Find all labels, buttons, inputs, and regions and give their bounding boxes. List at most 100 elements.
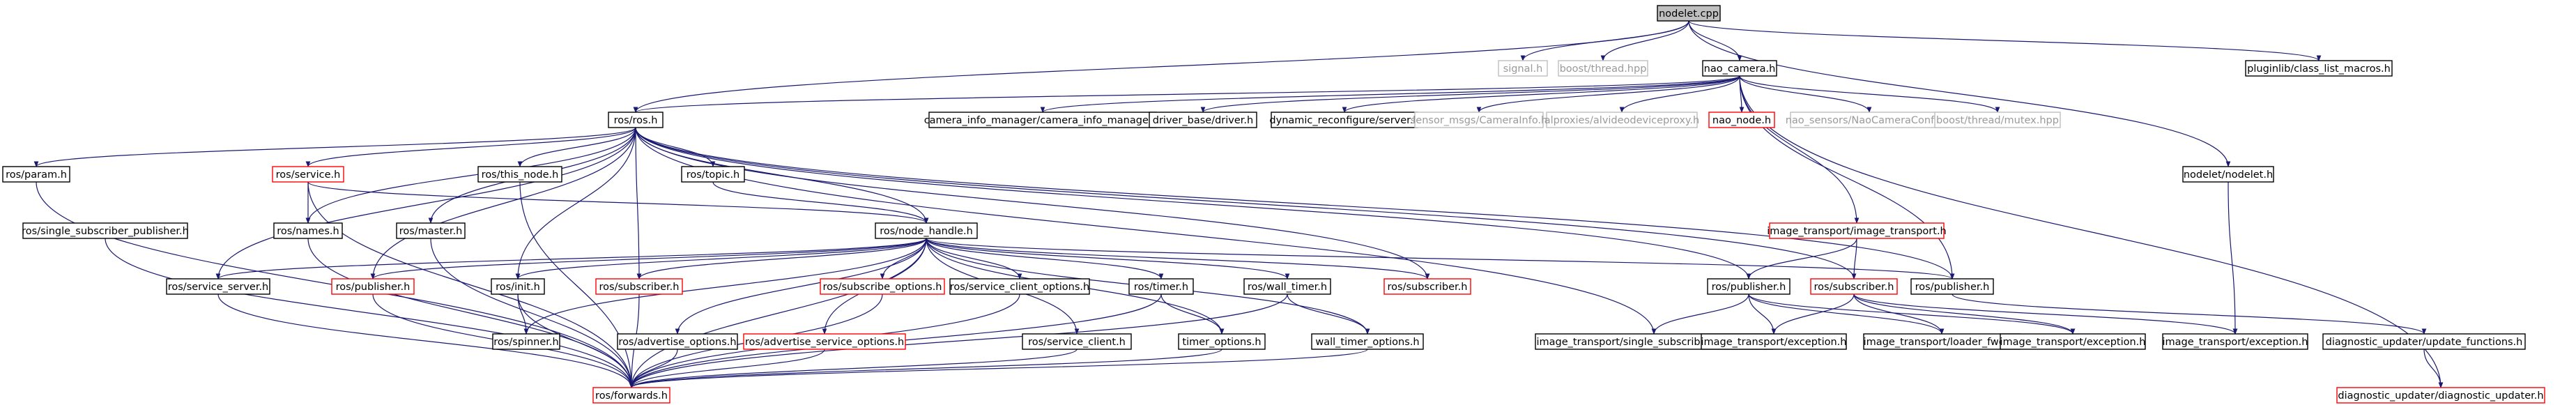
- node-box: [1383, 278, 1471, 295]
- node-box: [1414, 112, 1544, 128]
- edge-nao-camera-h-to-nao-sensors-h: [1739, 75, 1872, 113]
- edge-it-image-transport-h-to-it-publisher-h: [1746, 238, 1857, 280]
- node-label: alproxies/alvideodeviceproxy.h: [1544, 115, 1699, 126]
- edge-ros-node-handle-h-to-ros-wall-timer-h: [926, 238, 1290, 280]
- edge-ros-publisher-h-right-to-diag-update-functions-h: [1952, 293, 2427, 335]
- file-node-it-image-transport-h[interactable]: image_transport/image_transport.h: [1767, 222, 1947, 239]
- file-node-ros-init-h[interactable]: ros/init.h: [491, 278, 545, 295]
- edge-ros-ros-h-to-ros-publisher-h-red: [370, 127, 636, 280]
- node-box: [592, 387, 670, 404]
- edge-ros-service-h-to-ros-node-handle-h: [307, 181, 929, 224]
- node-label: dynamic_reconfigure/server.h: [1269, 115, 1419, 126]
- edge-diag-update-functions-h-to-diag-updater-h: [2423, 349, 2444, 388]
- node-label: ros/this_node.h: [482, 169, 559, 181]
- edge-ros-service-h-to-ros-forwards-h: [307, 181, 634, 388]
- edge-ros-node-handle-h-to-ros-sc-opts-h: [926, 238, 1022, 280]
- file-node-it-exception-h-2[interactable]: image_transport/exception.h: [2000, 333, 2146, 350]
- node-box: [1546, 112, 1698, 128]
- file-node-ros-adv-srv-opts-h[interactable]: ros/advertise_service_options.h: [743, 333, 906, 350]
- node-label: image_transport/exception.h: [2163, 337, 2308, 348]
- node-box: [166, 278, 270, 295]
- file-node-nao-node-h[interactable]: nao_node.h: [1708, 112, 1775, 128]
- file-node-ros-spinner-h[interactable]: ros/spinner.h: [492, 333, 560, 350]
- file-node-it-publisher-h[interactable]: ros/publisher.h: [1707, 278, 1791, 295]
- edge-ros-ros-h-to-ros-param-h: [33, 127, 636, 167]
- file-node-ros-publisher-h-right[interactable]: ros/publisher.h: [1910, 278, 1994, 295]
- file-node-ros-service-server-h[interactable]: ros/service_server.h: [166, 278, 270, 295]
- node-box: [608, 112, 664, 128]
- file-node-ros-subscriber-h-red[interactable]: ros/subscriber.h: [595, 278, 683, 295]
- edge-ros-topic-h-to-ros-node-handle-h: [712, 181, 929, 224]
- node-label: boost/thread/mutex.hpp: [1936, 115, 2059, 126]
- node-label: ros/spinner.h: [493, 337, 558, 348]
- file-node-ros-ssp-h[interactable]: ros/single_subscriber_publisher.h: [22, 222, 189, 239]
- edge-ros-node-handle-h-to-ros-subscriber-h-mid: [926, 238, 1430, 280]
- edge-ros-ros-h-to-ros-service-h: [305, 127, 636, 167]
- node-label: ros/service.h: [276, 169, 341, 181]
- node-box: [2322, 333, 2526, 350]
- file-node-ros-node-handle-h[interactable]: ros/node_handle.h: [875, 222, 978, 239]
- file-node-nodelet-cpp[interactable]: nodelet.cpp: [1657, 5, 1721, 22]
- node-label: sensor_msgs/CameraInfo.h: [1411, 115, 1548, 126]
- file-node-boost-mutex-hpp: boost/thread/mutex.hpp: [1934, 112, 2061, 128]
- node-box: [396, 222, 466, 239]
- file-node-ros-service-client-h[interactable]: ros/service_client.h: [1022, 333, 1132, 350]
- node-label: ros/wall_timer.h: [1248, 282, 1327, 293]
- edge-ros-init-h-to-ros-spinner-h: [517, 293, 529, 335]
- file-node-boost-thread-hpp: boost/thread.hpp: [1558, 60, 1648, 77]
- file-node-ros-publisher-h-red[interactable]: ros/publisher.h: [331, 278, 415, 295]
- file-node-ros-param-h[interactable]: ros/param.h: [2, 166, 70, 183]
- edge-nodelet-cpp-to-boost-thread-hpp: [1600, 20, 1689, 61]
- node-box: [1701, 333, 1847, 350]
- file-node-it-exception-h-1[interactable]: image_transport/exception.h: [1701, 333, 1847, 350]
- edge-ros-ros-h-to-ros-service-server-h: [215, 127, 636, 280]
- node-box: [491, 278, 545, 295]
- file-node-nodelet-nodelet-h[interactable]: nodelet/nodelet.h: [2182, 166, 2274, 183]
- file-node-it-loader-fwds-h[interactable]: image_transport/loader_fwds.h: [1863, 333, 2021, 350]
- node-label: ros/single_subscriber_publisher.h: [22, 226, 189, 237]
- file-node-ros-service-h[interactable]: ros/service.h: [272, 166, 344, 183]
- edge-ros-master-h-to-ros-forwards-h: [430, 238, 634, 388]
- node-box: [820, 278, 945, 295]
- file-node-ros-topic-h[interactable]: ros/topic.h: [681, 166, 745, 183]
- file-node-pluginlib-macros[interactable]: pluginlib/class_list_macros.h: [2245, 60, 2393, 77]
- edge-it-subscriber-h-to-it-loader-fwds-h: [1853, 293, 1945, 335]
- file-node-wall-timer-options-h[interactable]: wall_timer_options.h: [1311, 333, 1424, 350]
- file-node-dynrec-h[interactable]: dynamic_reconfigure/server.h: [1269, 112, 1420, 128]
- node-label: ros/init.h: [496, 282, 540, 293]
- file-node-diag-update-functions-h[interactable]: diagnostic_updater/update_functions.h: [2322, 333, 2526, 350]
- file-node-ros-names-h[interactable]: ros/names.h: [273, 222, 343, 239]
- file-node-diag-updater-h[interactable]: diagnostic_updater/diagnostic_updater.h: [2336, 387, 2545, 404]
- file-node-ros-forwards-h[interactable]: ros/forwards.h: [592, 387, 670, 404]
- file-node-it-subscriber-h[interactable]: ros/subscriber.h: [1810, 278, 1898, 295]
- file-node-ros-timer-h[interactable]: ros/timer.h: [1128, 278, 1194, 295]
- file-node-ros-sc-opts-h[interactable]: ros/service_client_options.h: [949, 278, 1090, 295]
- node-label: nao_sensors/NaoCameraConfig.h: [1786, 115, 1954, 126]
- file-node-ros-wall-timer-h[interactable]: ros/wall_timer.h: [1243, 278, 1331, 295]
- file-node-driver-base-h[interactable]: driver_base/driver.h: [1149, 112, 1257, 128]
- file-node-cim-h[interactable]: camera_info_manager/camera_info_manager.…: [924, 112, 1162, 128]
- file-node-ros-sub-opts-h[interactable]: ros/subscribe_options.h: [820, 278, 945, 295]
- edge-ros-ros-h-to-it-ssp-h: [635, 127, 1657, 335]
- edge-ros-node-handle-h-to-ros-adv-opts-h: [675, 238, 927, 335]
- file-node-timer-options-h[interactable]: timer_options.h: [1178, 333, 1266, 350]
- node-label: nao_camera.h: [1704, 63, 1776, 75]
- edge-ros-timer-h-to-timer-options-h: [1160, 293, 1225, 335]
- node-label: ros/topic.h: [687, 169, 740, 181]
- file-node-nao-camera-h[interactable]: nao_camera.h: [1702, 60, 1777, 77]
- file-node-ros-this-node-h[interactable]: ros/this_node.h: [477, 166, 562, 183]
- node-box: [1498, 60, 1548, 77]
- node-box: [22, 222, 188, 239]
- file-node-ros-adv-opts-h[interactable]: ros/advertise_options.h: [617, 333, 738, 350]
- edge-it-subscriber-h-to-it-exception-h-2: [1853, 293, 2076, 335]
- edge-ros-adv-opts-h-to-ros-forwards-h: [629, 349, 678, 388]
- file-node-ros-ros-h[interactable]: ros/ros.h: [608, 112, 664, 128]
- edge-ros-this-node-h-to-ros-forwards-h: [519, 181, 634, 388]
- node-box: [1910, 278, 1994, 295]
- node-label: ros/subscriber.h: [1814, 282, 1894, 293]
- file-node-ros-subscriber-h-mid[interactable]: ros/subscriber.h: [1383, 278, 1471, 295]
- edge-ros-ros-h-to-it-subscriber-h: [635, 127, 1857, 280]
- file-node-ros-master-h[interactable]: ros/master.h: [396, 222, 466, 239]
- file-node-it-exception-h-3[interactable]: image_transport/exception.h: [2162, 333, 2308, 350]
